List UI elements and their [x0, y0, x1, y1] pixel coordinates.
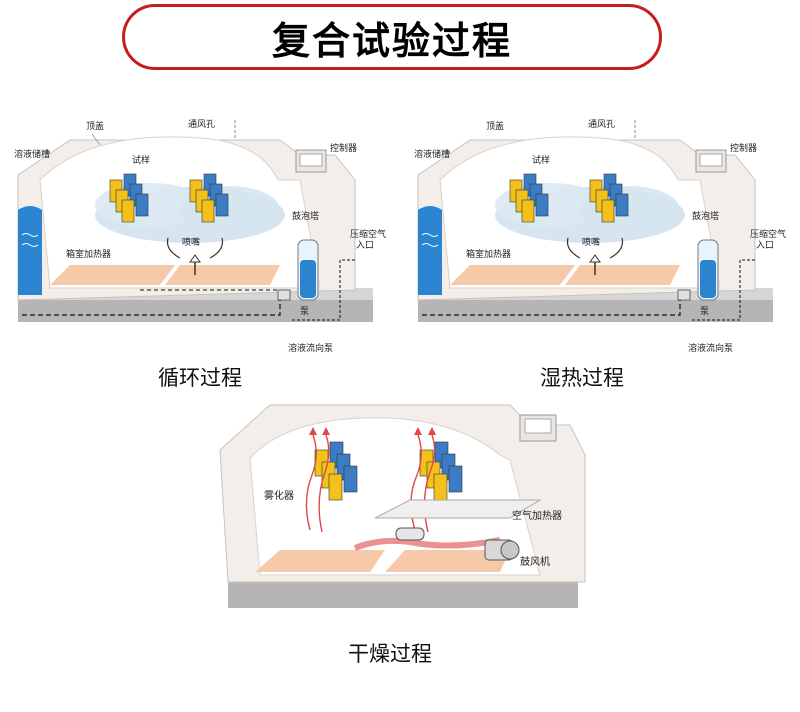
- blower-fan: [500, 540, 520, 560]
- label-blower: 鼓风机: [520, 557, 550, 568]
- specimen-group-right: [589, 173, 629, 223]
- panel-cycle: 顶盖 通风孔 溶液储槽 控制器 试样 鼓泡塔 喷嘴 压缩空气 入口 箱室加热器 …: [0, 110, 400, 390]
- caption-dry: 干燥过程: [348, 642, 432, 666]
- reservoir-waves: [21, 233, 39, 247]
- label-controller: 控制器: [730, 144, 758, 154]
- humid-chamber-diagram: [417, 120, 773, 322]
- label-bubble-tower: 鼓泡塔: [692, 212, 720, 222]
- label-air-heater: 空气加热器: [512, 511, 562, 522]
- label-pump: 泵: [700, 307, 710, 317]
- cycle-chamber-diagram: [17, 120, 373, 322]
- base-platform: [18, 300, 373, 322]
- label-vent: 通风孔: [188, 120, 216, 130]
- heater-pad-left: [450, 265, 575, 285]
- bubble-tower-liquid: [300, 260, 316, 298]
- air-heater-plate: [374, 499, 542, 519]
- label-nozzle: 喷嘴: [182, 238, 201, 248]
- panel-humid: 顶盖 通风孔 溶液储槽 控制器 试样 鼓泡塔 喷嘴 压缩空气 入口 箱室加热器 …: [400, 110, 800, 390]
- caption-cycle: 循环过程: [158, 366, 242, 390]
- controller-screen: [299, 153, 323, 167]
- specimen-group-left: [109, 173, 149, 223]
- pump-box: [677, 289, 691, 301]
- label-specimens: 试样: [532, 156, 551, 166]
- label-nozzle: 喷嘴: [582, 238, 601, 248]
- label-compressed-air: 压缩空气: [350, 230, 387, 240]
- label-top-cover: 顶盖: [486, 122, 505, 132]
- specimen-group-left: [509, 173, 549, 223]
- label-vent: 通风孔: [588, 120, 616, 130]
- label-compressed-air: 压缩空气: [750, 230, 787, 240]
- heater-pad-right: [385, 550, 510, 572]
- label-reservoir: 溶液储槽: [414, 150, 451, 160]
- label-specimens: 试样: [132, 156, 151, 166]
- title-banner: 复合试验过程: [122, 4, 662, 70]
- label-flow-direction: 溶液流向泵: [288, 344, 334, 354]
- label-air-inlet: 入口: [756, 241, 775, 251]
- nozzle-head: [189, 254, 201, 263]
- label-top-cover: 顶盖: [86, 122, 105, 132]
- heat-arrowheads: [309, 427, 436, 435]
- label-air-inlet: 入口: [356, 241, 375, 251]
- heater-pad-left: [50, 265, 175, 285]
- label-bubble-tower: 鼓泡塔: [292, 212, 320, 222]
- specimen-group-left: [314, 441, 358, 501]
- label-reservoir: 溶液储槽: [14, 150, 51, 160]
- base-platform: [228, 580, 578, 608]
- panel-dry: 雾化器 空气加热器 鼓风机 干燥过程: [210, 400, 590, 700]
- base-platform: [418, 300, 773, 322]
- atomizer-nozzle: [395, 527, 425, 541]
- dry-chamber-diagram: [219, 404, 586, 608]
- label-pump: 泵: [300, 307, 310, 317]
- pipe-air: [290, 259, 355, 321]
- reservoir-liquid: [18, 206, 42, 295]
- reservoir-liquid: [418, 206, 442, 295]
- label-chamber-heater: 箱室加热器: [66, 250, 112, 260]
- specimen-group-right: [419, 441, 463, 501]
- label-controller: 控制器: [330, 144, 358, 154]
- air-flow-arrow: [353, 537, 501, 551]
- heater-pad-right: [165, 265, 280, 285]
- pump-box: [277, 289, 291, 301]
- label-flow-direction: 溶液流向泵: [688, 344, 734, 354]
- label-chamber-heater: 箱室加热器: [466, 250, 512, 260]
- page-title: 复合试验过程: [271, 18, 512, 63]
- heater-pad-right: [565, 265, 680, 285]
- specimen-group-right: [189, 173, 229, 223]
- pipe-bottom: [22, 300, 281, 316]
- heater-pad-left: [255, 550, 385, 572]
- caption-humid: 湿热过程: [540, 366, 624, 390]
- label-atomizer: 雾化器: [264, 491, 294, 502]
